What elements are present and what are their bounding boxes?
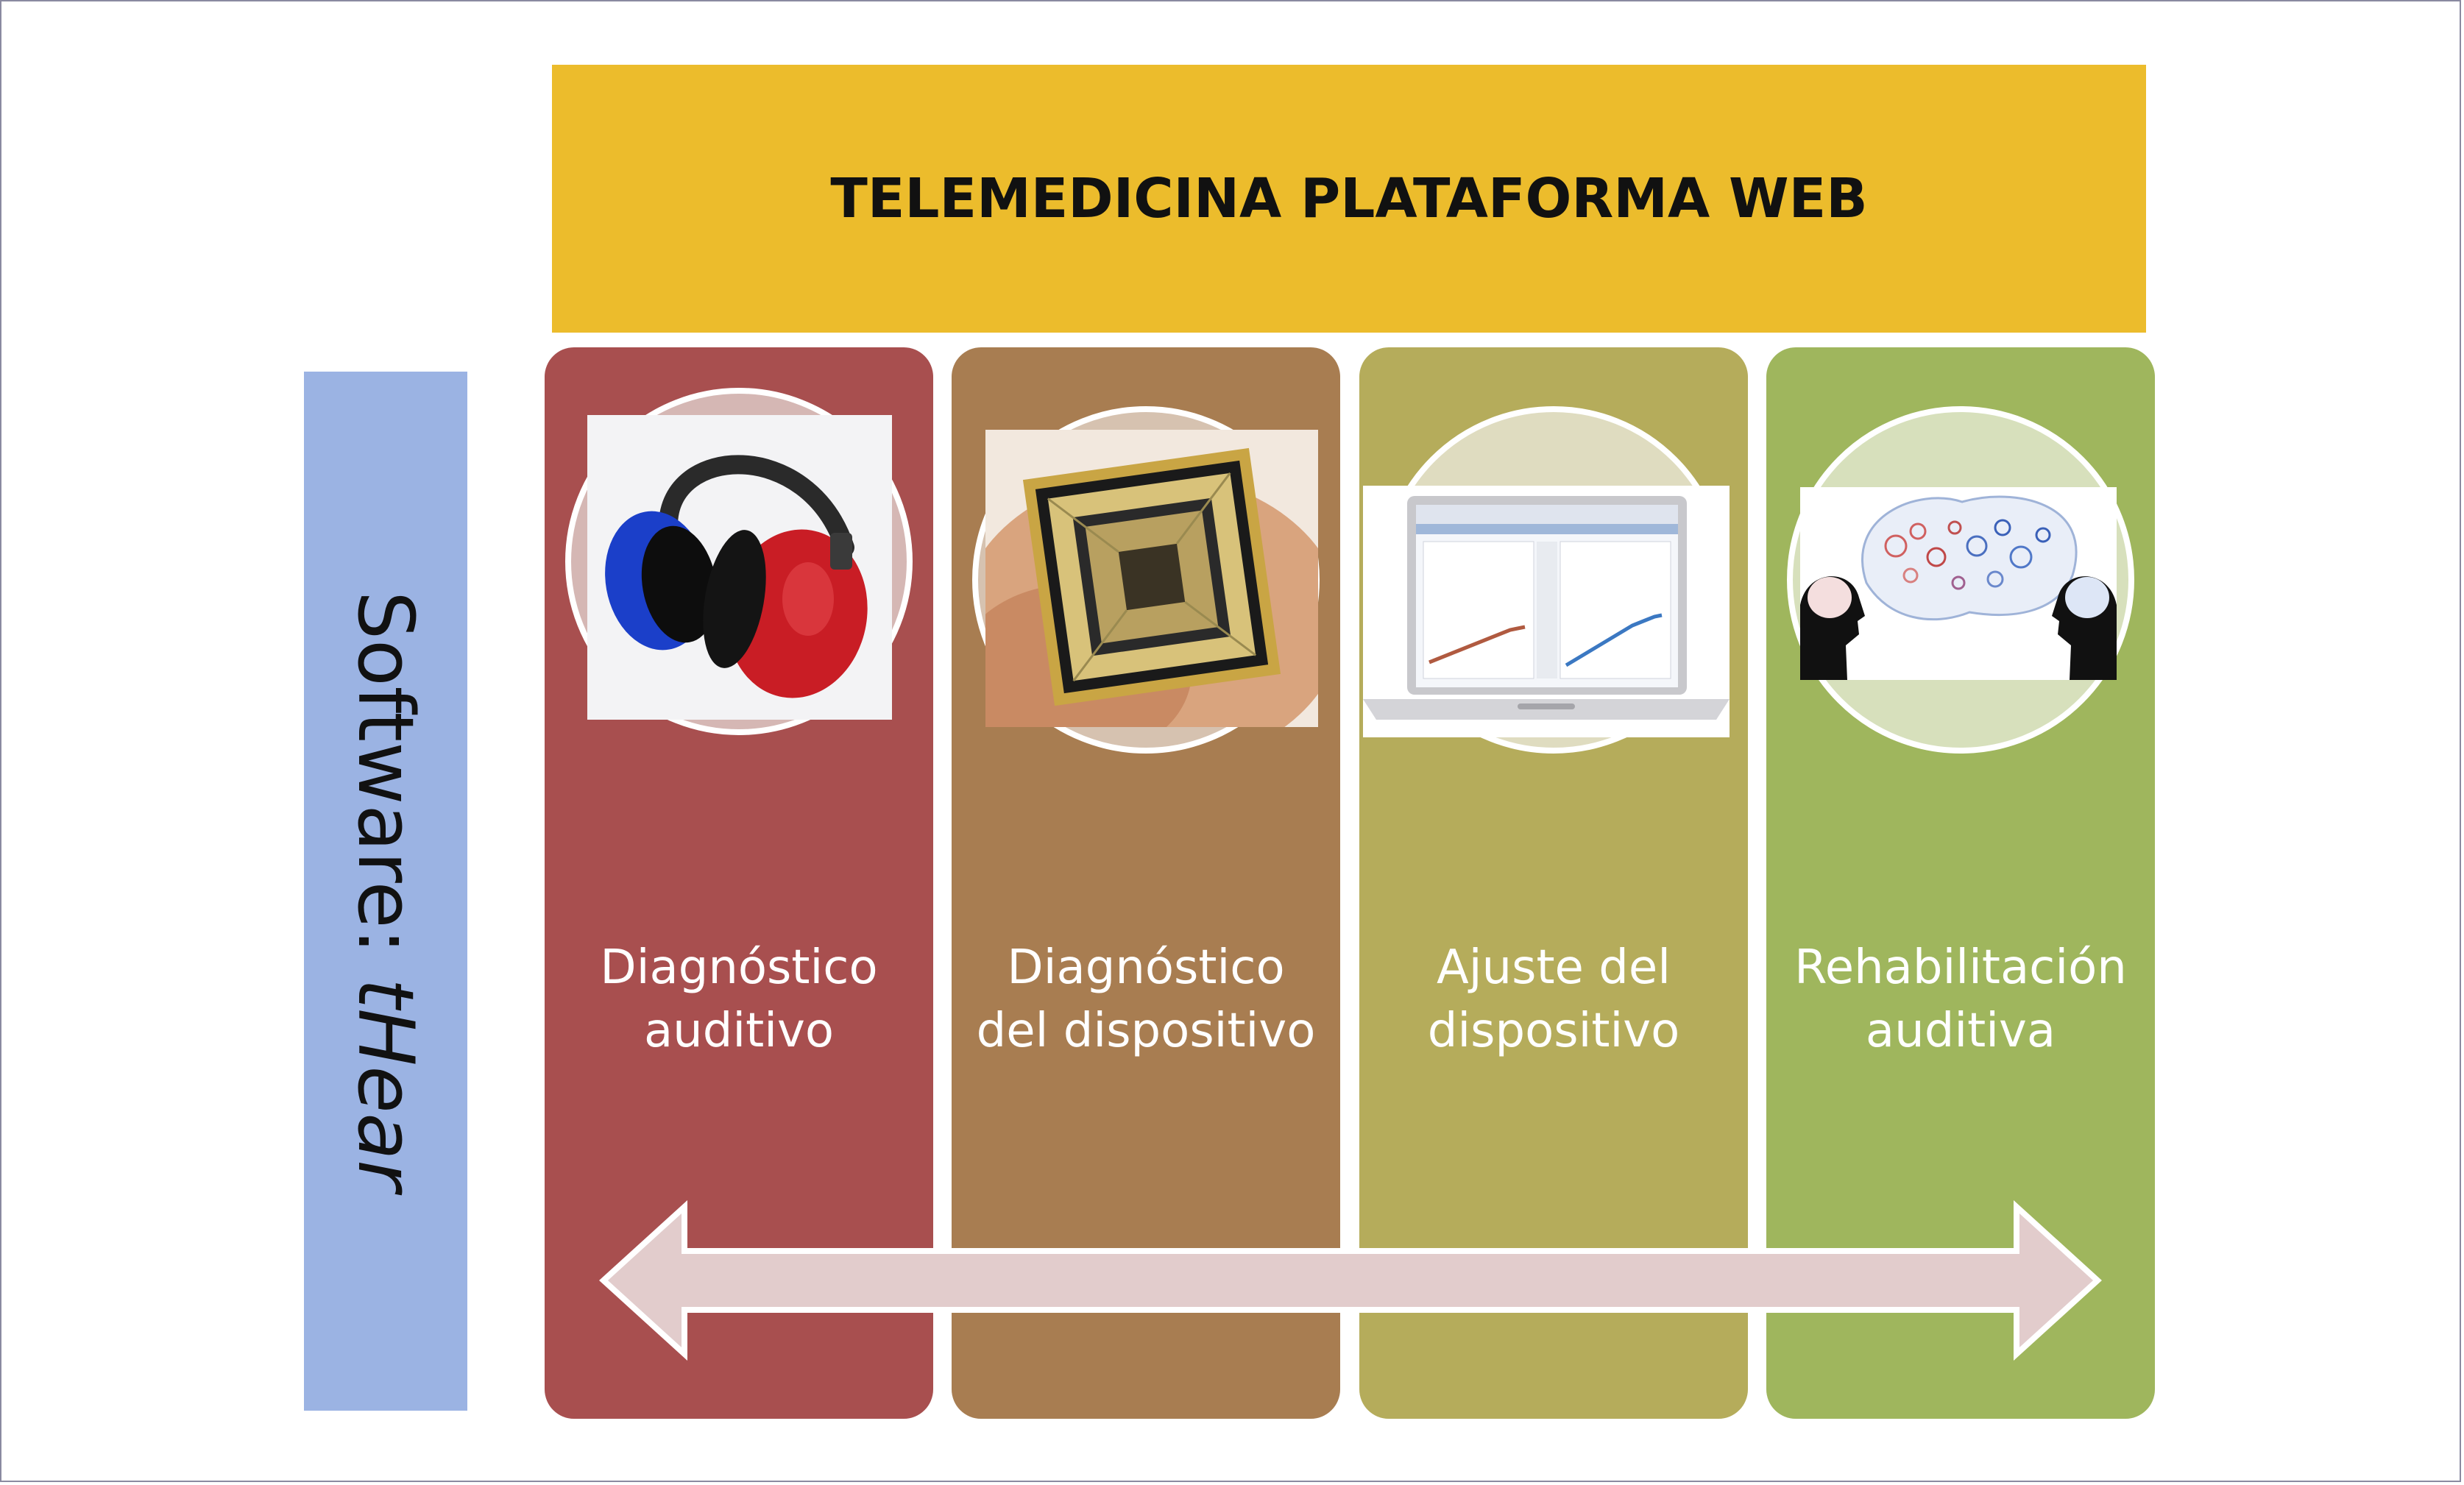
column-label-line1: Ajuste del <box>1436 940 1671 995</box>
column-label-line2: del dispositivo <box>976 1004 1316 1058</box>
column-label-line1: Rehabilitación <box>1794 940 2127 995</box>
column-label-line1: Diagnóstico <box>600 940 878 995</box>
column-label: Ajuste del dispositivo <box>1359 936 1748 1063</box>
double-arrow <box>599 1199 2102 1361</box>
microchip-photo <box>985 430 1318 727</box>
column-diagnostico-auditivo: Diagnóstico auditivo <box>545 347 933 1419</box>
side-label: Software: tHear <box>341 591 431 1191</box>
speech-heads-photo <box>1800 487 2117 680</box>
column-label: Diagnóstico auditivo <box>545 936 933 1063</box>
header-bar: TELEMEDICINA PLATAFORMA WEB <box>552 65 2146 333</box>
column-diagnostico-dispositivo: Diagnóstico del dispositivo <box>952 347 1340 1419</box>
column-label-line1: Diagnóstico <box>1007 940 1285 995</box>
headphones-photo <box>587 415 892 720</box>
side-bar: Software: tHear <box>304 372 467 1411</box>
column-label: Rehabilitación auditiva <box>1766 936 2155 1063</box>
side-label-emphasis: tHear <box>341 978 431 1192</box>
column-label: Diagnóstico del dispositivo <box>952 936 1340 1063</box>
side-label-prefix: Software: <box>341 590 431 979</box>
column-ajuste-dispositivo: Ajuste del dispositivo <box>1359 347 1748 1419</box>
column-rehabilitacion-auditiva: Rehabilitación auditiva <box>1766 347 2155 1419</box>
column-label-line2: dispositivo <box>1427 1004 1680 1058</box>
laptop-photo <box>1363 486 1730 737</box>
header-title: TELEMEDICINA PLATAFORMA WEB <box>830 167 1868 230</box>
column-label-line2: auditiva <box>1865 1004 2056 1058</box>
column-label-line2: auditivo <box>643 1004 835 1058</box>
